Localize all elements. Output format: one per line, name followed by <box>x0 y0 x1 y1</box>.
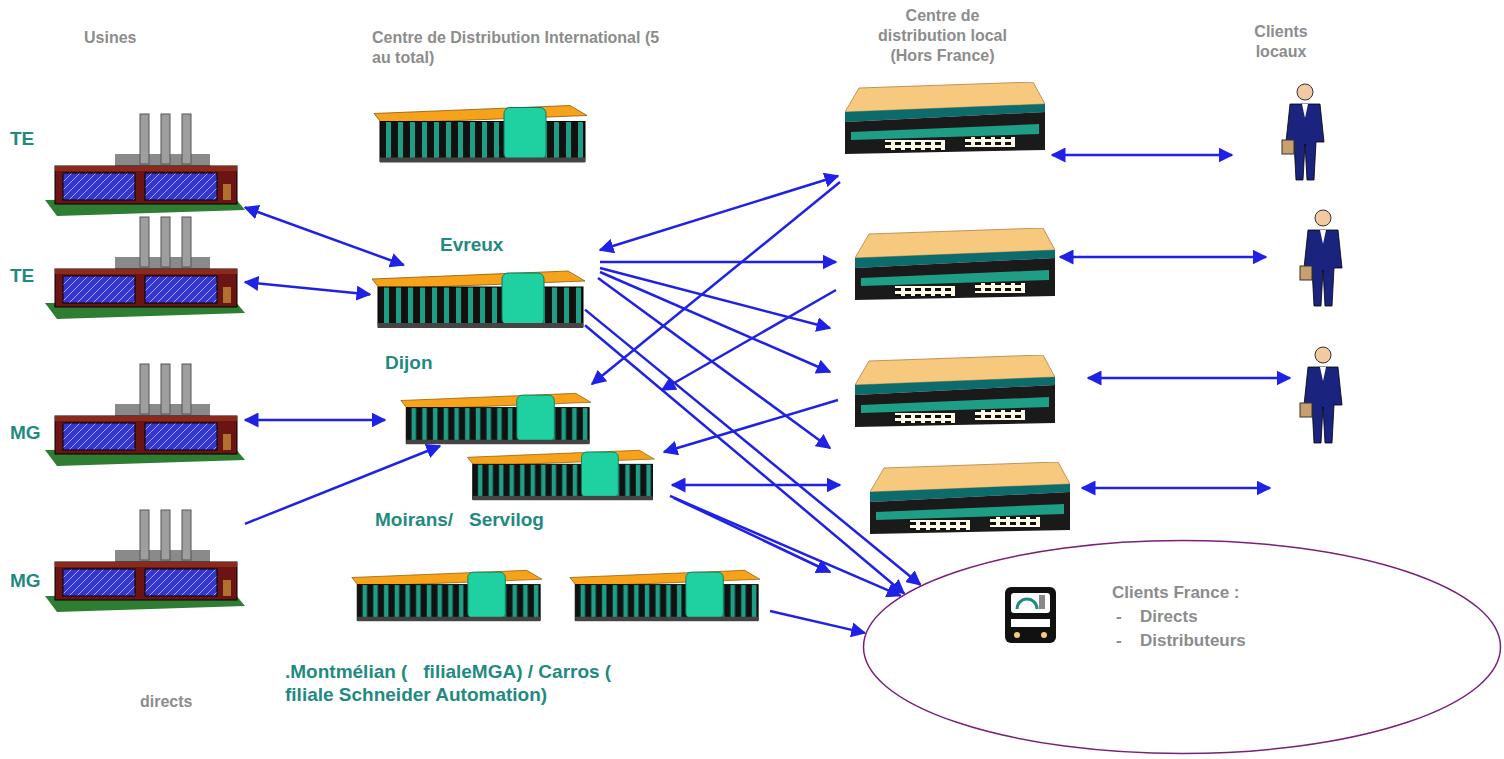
flow-connector <box>245 282 370 294</box>
warehouse: Evreux <box>370 265 585 330</box>
factory: MG <box>45 508 245 613</box>
factory: TE <box>45 215 245 320</box>
flow-connector <box>245 207 404 265</box>
column-heading: Usines <box>84 28 204 48</box>
local-centers <box>845 82 1070 534</box>
warehouse: Dijon <box>385 388 605 446</box>
node-label: - <box>1116 631 1122 651</box>
node-label: MG <box>10 422 41 445</box>
node-label: Directs <box>1140 607 1198 627</box>
node-label: MG <box>10 570 41 593</box>
flow-arrows <box>592 155 1290 572</box>
warehouse: Moirans/ Servilog <box>450 445 670 502</box>
truck-icon <box>1005 587 1056 643</box>
flow-connector <box>585 310 920 585</box>
node-label: TE <box>10 265 34 288</box>
warehouse-pair: .Montmélian ( filialeMGA) / Carros ( fil… <box>340 565 770 623</box>
column-heading: Centre de distribution local (Hors Franc… <box>860 6 1025 66</box>
node-label: Clients France : <box>1112 583 1240 603</box>
flow-connector <box>670 496 900 596</box>
node-label: Moirans/ Servilog <box>375 509 544 532</box>
node-label: .Montmélian ( filialeMGA) / Carros ( fil… <box>285 661 645 707</box>
node-label: Distributeurs <box>1140 631 1246 651</box>
column-heading: Clients locaux <box>1236 22 1326 62</box>
warehouses <box>352 106 760 622</box>
clients <box>1282 84 1342 443</box>
node-label: TE <box>10 128 34 151</box>
column-heading: directs <box>140 692 260 712</box>
flow-connector <box>245 419 385 422</box>
flow-connector <box>585 325 904 593</box>
node-label: Dijon <box>385 352 433 375</box>
column-heading: Centre de Distribution International (5 … <box>372 28 672 68</box>
flow-connector <box>770 611 865 633</box>
client-region: Clients France : -Directs-Distributeurs <box>862 539 1502 755</box>
node-label: - <box>1116 607 1122 627</box>
factories <box>45 114 245 612</box>
node-label: Evreux <box>440 234 503 257</box>
factory: MG <box>45 362 245 467</box>
factory: TE <box>45 112 245 217</box>
